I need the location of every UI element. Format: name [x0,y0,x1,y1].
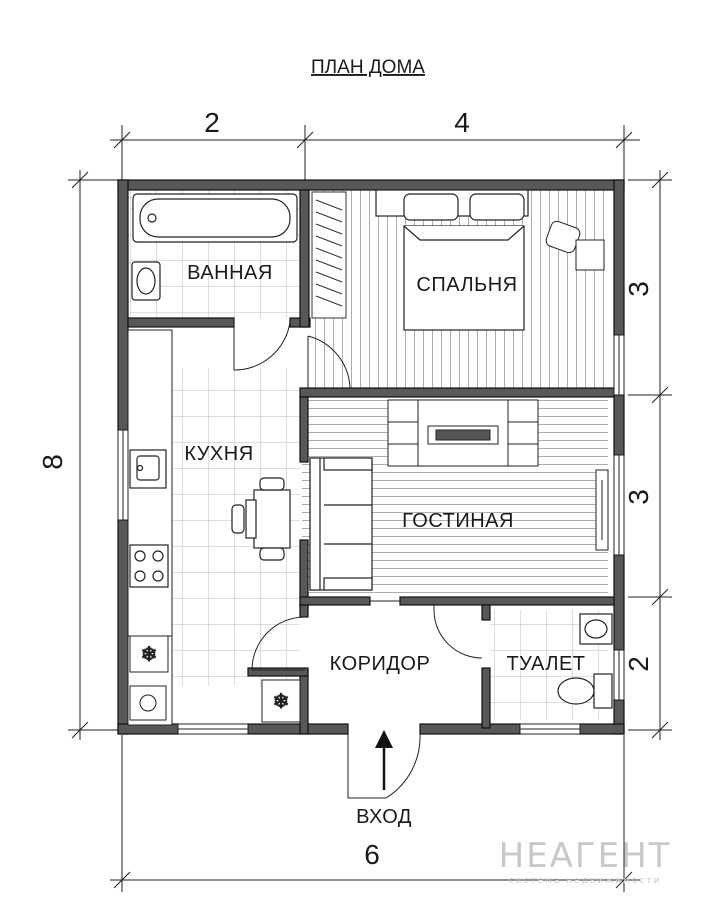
plan-title: ПЛАН ДОМА [311,57,425,78]
svg-text:❄: ❄ [141,642,158,666]
dimension-top-left: 2 [204,107,220,138]
radiator-icon [595,469,609,551]
room-label-corridor: КОРИДОР [330,653,431,675]
dining-table-icon [231,477,291,561]
sofa-icon [309,457,373,591]
boiler-icon [129,685,167,721]
kitchen-sink-icon [129,449,167,489]
wardrobe-icon [311,191,347,319]
room-label-toilet: ТУАЛЕТ [506,653,585,675]
entrance-arrow [375,730,393,790]
walls [117,179,625,735]
room-label-living-room: ГОСТИНАЯ [402,510,514,532]
dimension-lines [68,125,672,892]
armchair-icon [545,220,605,271]
dimension-right-top: 3 [623,281,654,297]
room-label-kitchen: КУХНЯ [184,443,253,465]
dimension-right-middle: 3 [623,489,654,505]
watermark-brand: НЕАГЕНТ [499,836,672,876]
svg-text:❄: ❄ [273,689,290,713]
freezer-icon: ❄ [261,679,301,723]
bathtub-icon [132,193,298,243]
watermark-tagline: система недвижимости [509,876,662,886]
dimension-top-right: 4 [454,107,470,138]
dimension-left: 8 [37,454,68,470]
windows [117,334,625,735]
doors [233,321,483,799]
entrance-label: ВХОД [356,806,412,828]
fridge-icon: ❄ [129,635,169,673]
bed-icon [375,189,529,331]
bathroom-sink-icon [131,261,161,301]
toilet-icon [557,673,613,709]
dimension-right-bottom: 2 [623,656,654,672]
room-label-bedroom: СПАЛЬНЯ [416,274,517,296]
tv-unit-icon [387,399,539,467]
room-label-bathroom: ВАННАЯ [187,262,273,284]
dimension-bottom: 6 [364,839,380,870]
toilet-sink-icon [579,613,613,645]
stove-icon [129,544,169,588]
